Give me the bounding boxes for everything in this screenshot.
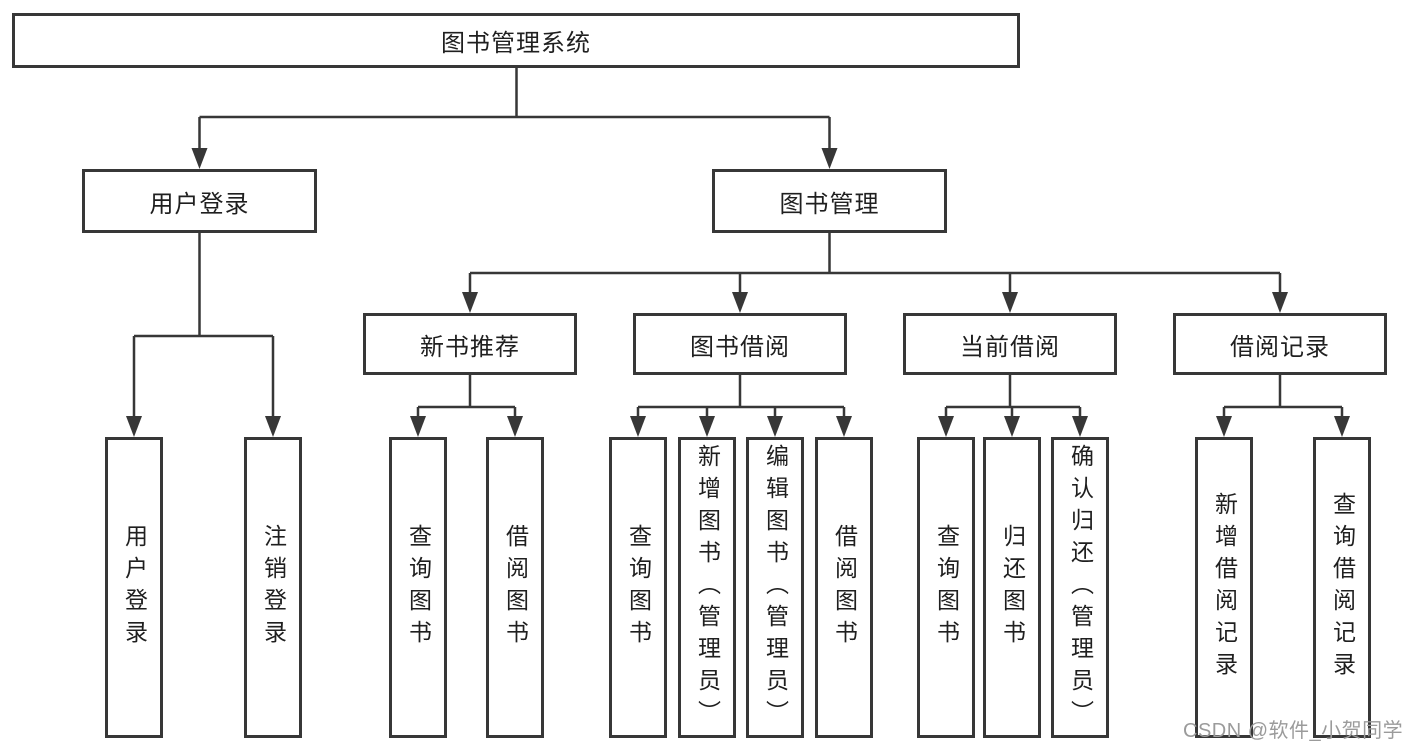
- csdn-watermark: CSDN @软件_小贺同学: [1183, 720, 1404, 742]
- node-library-system: 图书管理系统: [12, 13, 1020, 68]
- leaf-logout: 注销登录: [244, 437, 302, 738]
- node-library-system-label: 图书管理系统: [441, 30, 591, 57]
- leaf-query-book-current: 查询图书: [917, 437, 975, 738]
- leaf-query-borrow-record: 查询借阅记录: [1313, 437, 1371, 738]
- leaf-confirm-return-admin: 确认归还（管理员）: [1051, 437, 1109, 738]
- node-borrow-records-label: 借阅记录: [1230, 333, 1330, 361]
- node-book-management-label: 图书管理: [779, 190, 880, 218]
- leaf-add-borrow-record-label: 新增借阅记录: [1211, 491, 1238, 684]
- leaf-edit-book-admin: 编辑图书（管理员）: [746, 437, 804, 738]
- leaf-confirm-return-admin-label: 确认归还（管理员）: [1067, 443, 1094, 732]
- leaf-query-book-recommend-label: 查询图书: [405, 523, 432, 652]
- leaf-query-book-borrow: 查询图书: [609, 437, 667, 738]
- leaf-query-borrow-record-label: 查询借阅记录: [1329, 491, 1356, 684]
- leaf-add-borrow-record: 新增借阅记录: [1195, 437, 1253, 738]
- node-book-borrow: 图书借阅: [633, 313, 847, 375]
- leaf-user-login: 用户登录: [105, 437, 163, 738]
- leaf-add-book-admin-label: 新增图书（管理员）: [694, 443, 721, 732]
- node-book-management: 图书管理: [712, 169, 947, 233]
- leaf-edit-book-admin-label: 编辑图书（管理员）: [762, 443, 789, 732]
- leaf-logout-label: 注销登录: [260, 523, 287, 652]
- node-new-book-recommend: 新书推荐: [363, 313, 577, 375]
- node-current-borrow-label: 当前借阅: [960, 333, 1060, 361]
- leaf-user-login-label: 用户登录: [121, 523, 148, 652]
- node-user-login: 用户登录: [82, 169, 317, 233]
- leaf-borrow-book: 借阅图书: [815, 437, 873, 738]
- leaf-borrow-book-label: 借阅图书: [831, 523, 858, 652]
- node-new-book-recommend-label: 新书推荐: [420, 333, 520, 361]
- leaf-query-book-recommend: 查询图书: [389, 437, 447, 738]
- leaf-borrow-book-recommend-label: 借阅图书: [502, 523, 529, 652]
- leaf-return-book-label: 归还图书: [999, 523, 1026, 652]
- node-book-borrow-label: 图书借阅: [690, 333, 790, 361]
- leaf-add-book-admin: 新增图书（管理员）: [678, 437, 736, 738]
- node-current-borrow: 当前借阅: [903, 313, 1117, 375]
- node-user-login-label: 用户登录: [149, 190, 250, 218]
- leaf-query-book-current-label: 查询图书: [933, 523, 960, 652]
- leaf-borrow-book-recommend: 借阅图书: [486, 437, 544, 738]
- leaf-return-book: 归还图书: [983, 437, 1041, 738]
- node-borrow-records: 借阅记录: [1173, 313, 1387, 375]
- leaf-query-book-borrow-label: 查询图书: [625, 523, 652, 652]
